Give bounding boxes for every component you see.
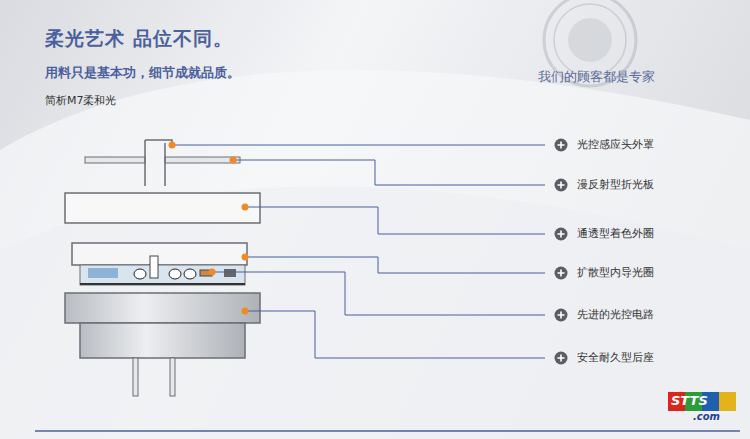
circuit-board — [80, 256, 245, 285]
inner-light-guide — [72, 243, 247, 265]
leader-lines — [172, 145, 545, 358]
page-title: 柔光艺术 品位不同。 — [45, 27, 233, 50]
colored-outer-ring — [65, 193, 260, 223]
logo-blocks — [668, 392, 736, 411]
logo-text: STTS — [671, 393, 708, 409]
sensor-hood — [85, 140, 240, 186]
part-name: 扩散型内导光圈 — [577, 266, 654, 279]
logo-suffix: .com — [693, 411, 720, 423]
part-name: 先进的光控电路 — [577, 308, 654, 321]
leader-dots — [169, 142, 249, 315]
section-note: 简析M7柔和光 — [45, 94, 117, 107]
bottom-rule — [35, 430, 740, 432]
slogan: 我们的顾客都是专家 — [538, 69, 655, 85]
subtitle: 用料只是基本功，细节成就品质。 — [45, 65, 240, 81]
swoosh — [0, 70, 750, 439]
plus-icons — [555, 139, 568, 365]
part-name: 安全耐久型后座 — [577, 351, 654, 364]
swoosh — [0, 186, 750, 439]
part-name: 通透型着色外圈 — [577, 227, 654, 240]
rear-base — [65, 293, 260, 396]
part-name: 光控感应头外罩 — [577, 138, 654, 151]
part-name: 漫反射型折光板 — [577, 178, 654, 191]
